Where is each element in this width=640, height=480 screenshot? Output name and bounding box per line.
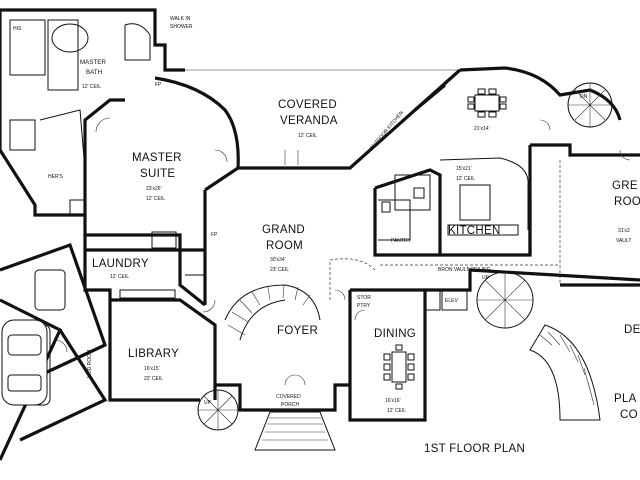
label-barrel-vault: BRON VAULT CEILING — [438, 267, 491, 273]
label-breakfast-size: 21'x14' — [474, 126, 490, 132]
car — [1, 319, 48, 406]
interior-lines — [9, 19, 561, 406]
label-great-room-ceil: VAULT — [616, 238, 631, 244]
label-veranda-1: COVERED — [278, 99, 337, 111]
label-master-suite-ceil: 12' CEIL — [146, 196, 165, 202]
label-fp-2: FP — [211, 232, 218, 238]
label-laundry: LAUNDRY — [92, 258, 149, 270]
label-pantry: PANTRY — [391, 238, 411, 244]
label-elev: ELEV — [445, 298, 458, 304]
label-library-ceil: 22' CEIL — [144, 376, 163, 382]
label-dining: DINING — [374, 328, 416, 340]
stairs — [197, 82, 613, 451]
label-walk-in-2: SHOWER — [170, 24, 193, 30]
label-up-2: UP — [482, 275, 490, 281]
label-master-suite-size: 23'x26' — [146, 186, 162, 192]
label-play-court-1: PLA — [614, 393, 637, 405]
breakfast-table — [467, 88, 507, 118]
door-swings — [54, 117, 631, 386]
label-stor-1: STOR — [357, 295, 371, 301]
dining-table — [383, 344, 415, 390]
room-labels: HIS MASTER BATH 12' CEIL WALK IN SHOWER … — [13, 16, 640, 455]
label-master-bath-1: MASTER — [80, 59, 106, 66]
label-deck: DEC — [624, 324, 640, 336]
label-kitchen: KITCHEN — [448, 225, 501, 237]
label-stor-2: PTRY — [357, 303, 371, 309]
label-great-room-size: 31'x2 — [618, 228, 630, 234]
exterior-walls — [0, 8, 640, 461]
label-outdoor-kitchen: OUTDOOR KITCHEN — [369, 110, 405, 152]
label-master-suite-2: SUITE — [140, 168, 175, 180]
label-veranda-ceil: 12' CEIL — [298, 133, 317, 139]
label-kitchen-size: 15'x21' — [456, 166, 472, 172]
label-porch-1: COVERED — [276, 394, 301, 400]
label-master-bath-2: BATH — [86, 69, 102, 76]
label-dn: DN — [580, 94, 588, 100]
label-grand-room-1: GRAND — [262, 224, 305, 236]
label-grand-room-2: ROOM — [266, 240, 303, 252]
label-hers: HER'S — [48, 174, 64, 180]
plan-title: 1ST FLOOR PLAN — [424, 443, 525, 455]
label-great-room-2: ROO — [614, 196, 640, 208]
label-master-bath-ceil: 12' CEIL — [82, 84, 101, 90]
label-laundry-ceil: 12' CEIL — [110, 274, 129, 280]
label-grand-room-size: 30'x34' — [270, 257, 286, 263]
label-his: HIS — [13, 26, 22, 32]
label-library-size: 16'x15' — [144, 366, 160, 372]
label-porch-2: PORCH — [281, 402, 299, 408]
label-grand-room-ceil: 23' CEIL — [270, 267, 289, 273]
label-great-room-1: GRE — [612, 180, 638, 192]
label-master-suite-1: MASTER — [132, 152, 182, 164]
label-dining-size: 16'x16' — [385, 398, 401, 404]
label-fp-1: FP — [155, 82, 162, 88]
label-up-1: UP — [204, 400, 212, 406]
label-mud-room: MUD ROOM — [87, 350, 93, 378]
label-veranda-2: VERANDA — [280, 115, 338, 127]
label-walk-in-1: WALK IN — [170, 16, 191, 22]
label-dining-ceil: 12' CEIL — [387, 408, 406, 414]
label-kitchen-ceil: 12' CEIL — [456, 176, 475, 182]
label-play-court-2: CO — [620, 409, 638, 421]
label-library: LIBRARY — [128, 348, 179, 360]
label-foyer: FOYER — [277, 325, 318, 337]
